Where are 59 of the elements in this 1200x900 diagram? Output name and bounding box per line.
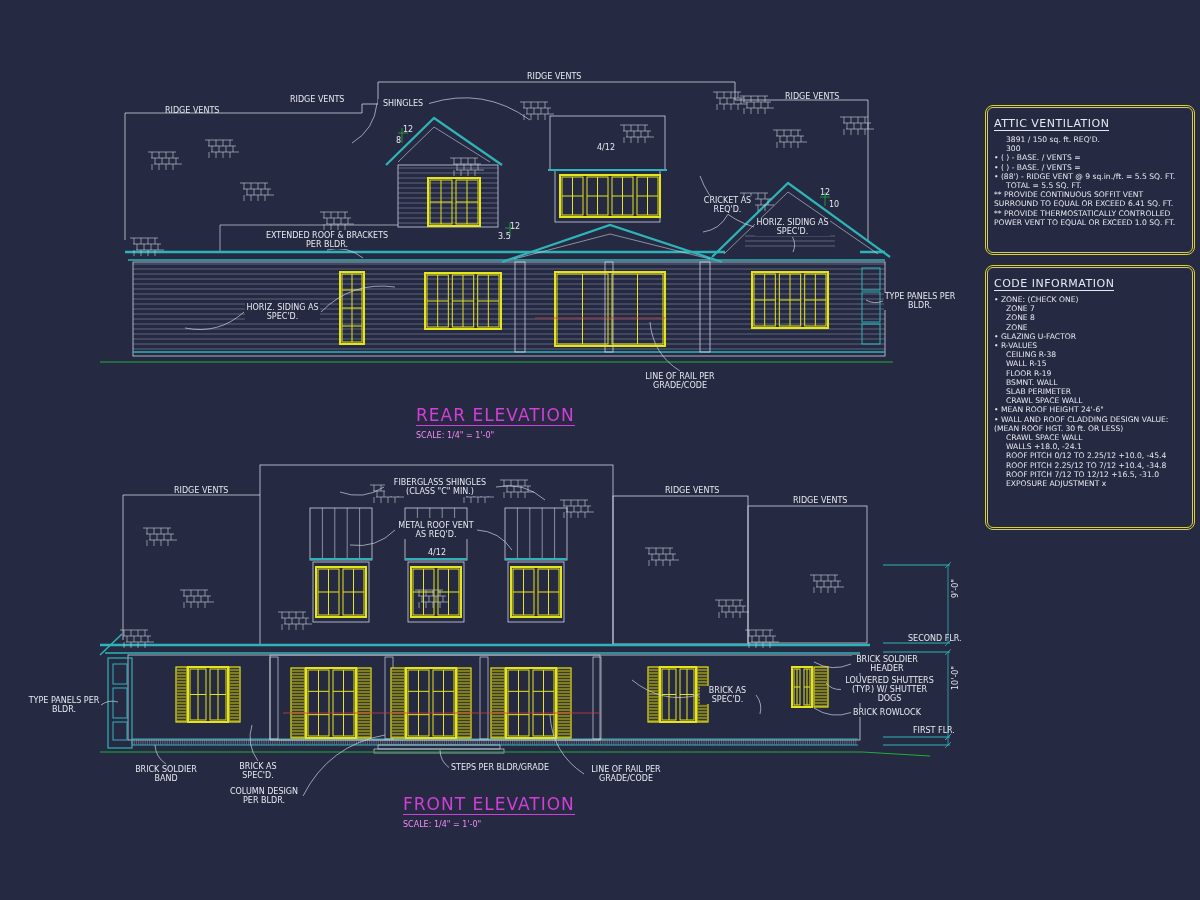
pitch-number: 4/12	[597, 143, 615, 152]
ridge-vent-note: RIDGE VENTS	[785, 92, 840, 101]
leader-line	[495, 485, 546, 501]
leader-line	[549, 714, 585, 775]
leader-line	[755, 694, 762, 715]
leader-line	[476, 529, 513, 551]
callout-note: BRICK SOLDIER BAND	[135, 765, 197, 783]
dimension-text: 10'-0"	[951, 665, 960, 690]
callout-note: TYPE PANELS PER BLDR.	[884, 292, 956, 310]
leader-line	[349, 529, 396, 546]
leader-line	[184, 311, 245, 330]
leader-line	[339, 486, 385, 496]
ridge-vent-note: RIDGE VENTS	[527, 72, 582, 81]
notes-table	[985, 105, 1195, 255]
pitch-number: 4/12	[428, 548, 446, 557]
scale-note: SCALE: 1/4" = 1'-0"	[416, 431, 495, 440]
leader-line	[351, 103, 378, 144]
ridge-vent-note: RIDGE VENTS	[290, 95, 345, 104]
drawing-title: FRONT ELEVATION	[403, 794, 575, 815]
leader-line	[326, 248, 364, 259]
pitch-number: 12	[510, 222, 521, 231]
leader-line	[439, 749, 450, 768]
leader-line	[249, 724, 259, 762]
callout-note: METAL ROOF VENT AS REQ'D.	[396, 521, 476, 539]
leader-line	[154, 744, 167, 765]
callout-note: STEPS PER BLDR/GRADE	[450, 763, 550, 772]
leader-line	[302, 734, 386, 797]
notes-table	[985, 265, 1195, 530]
pitch-number: 10	[829, 200, 840, 209]
ridge-vent-note: RIDGE VENTS	[665, 486, 720, 495]
pitch-number: 12	[820, 188, 831, 197]
leader-line	[702, 214, 728, 233]
pitch-number: 8	[396, 136, 402, 145]
callout-note: HORIZ. SIDING AS SPEC'D.	[755, 218, 830, 236]
leader-line	[825, 682, 842, 690]
ridge-vent-note: RIDGE VENTS	[165, 106, 220, 115]
leader-line	[865, 299, 884, 303]
callout-note: BRICK ROWLOCK	[852, 708, 922, 717]
ridge-vent-note: RIDGE VENTS	[793, 496, 848, 505]
leader-line	[649, 321, 681, 372]
floor-level-label: SECOND FLR.	[908, 634, 962, 643]
leader-line	[813, 707, 852, 716]
leader-line	[428, 97, 531, 121]
floor-level-label: FIRST FLR.	[913, 726, 955, 735]
leader-line	[792, 236, 795, 253]
leader-line	[320, 285, 396, 313]
dimension-text: 9'-0"	[951, 579, 960, 598]
drawing-title: REAR ELEVATION	[416, 405, 575, 426]
ridge-vent-note: RIDGE VENTS	[174, 486, 229, 495]
callout-note: TYPE PANELS PER BLDR.	[28, 696, 100, 714]
scale-note: SCALE: 1/4" = 1'-0"	[403, 820, 482, 829]
leader-line	[631, 679, 700, 698]
callout-note: HORIZ. SIDING AS SPEC'D.	[245, 303, 320, 321]
leader-line	[813, 661, 852, 668]
pitch-number: 12	[403, 125, 414, 134]
pitch-number: 3.5	[498, 232, 511, 241]
leader-line	[100, 700, 119, 706]
table-heading: CODE INFORMATION	[994, 277, 1115, 291]
table-heading: ATTIC VENTILATION	[994, 117, 1110, 131]
